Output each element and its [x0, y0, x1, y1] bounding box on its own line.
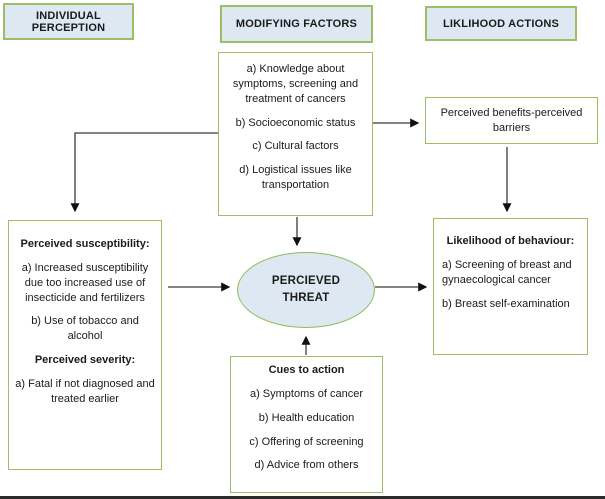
susceptibility-item-b: b) Use of tobacco and alcohol	[31, 315, 139, 343]
perceived-benefits-barriers-box: Perceived benefits-perceived barriers	[425, 97, 598, 144]
cues-item-d: d) Advice from others	[254, 459, 359, 472]
susceptibility-title: Perceived susceptibility:	[20, 238, 150, 250]
arrow-modifying-to-perception	[70, 132, 218, 213]
perceived-susceptibility-box: Perceived susceptibility: a) Increased s…	[8, 220, 162, 470]
likelihood-title: Likelihood of behaviour:	[446, 235, 575, 247]
modifying-item-a: a) Knowledge about symptoms, screening a…	[232, 63, 359, 105]
header-modifying-factors: MODIFYING FACTORS	[220, 5, 373, 43]
modifying-factors-box: a) Knowledge about symptoms, screening a…	[218, 52, 373, 216]
likelihood-item-a: a) Screening of breast and gynaecologica…	[442, 258, 572, 286]
benefits-label: Perceived benefits-perceived barriers	[440, 106, 583, 134]
bottom-border-line	[0, 496, 605, 499]
likelihood-of-behaviour-box: Likelihood of behaviour: a) Screening of…	[433, 218, 588, 355]
modifying-item-d: d) Logistical issues like transportation	[239, 164, 352, 192]
cues-to-action-box: Cues to action a) Symptoms of cancer b) …	[230, 356, 383, 493]
threat-line2: THREAT	[282, 292, 330, 304]
susceptibility-item-a: a) Increased susceptibility due too incr…	[21, 261, 149, 304]
modifying-item-c: c) Cultural factors	[252, 140, 339, 153]
severity-item-a: a) Fatal if not diagnosed and treated ea…	[15, 377, 155, 405]
header-likelihood-actions: LIKLIHOOD ACTIONS	[425, 6, 577, 41]
header-individual-perception: INDIVIDUAL PERCEPTION	[3, 3, 134, 40]
threat-line1: PERCIEVED	[271, 274, 341, 287]
modifying-item-b: b) Socioeconomic status	[235, 116, 356, 129]
cues-item-b: b) Health education	[258, 411, 355, 424]
likelihood-item-b: b) Breast self-examination	[442, 297, 570, 310]
cues-item-c: c) Offering of screening	[249, 435, 364, 448]
perceived-threat-ellipse: PERCIEVED THREAT	[237, 252, 375, 328]
severity-title: Perceived severity:	[34, 354, 136, 367]
cues-item-a: a) Symptoms of cancer	[249, 387, 364, 400]
cues-title: Cues to action	[268, 364, 345, 376]
